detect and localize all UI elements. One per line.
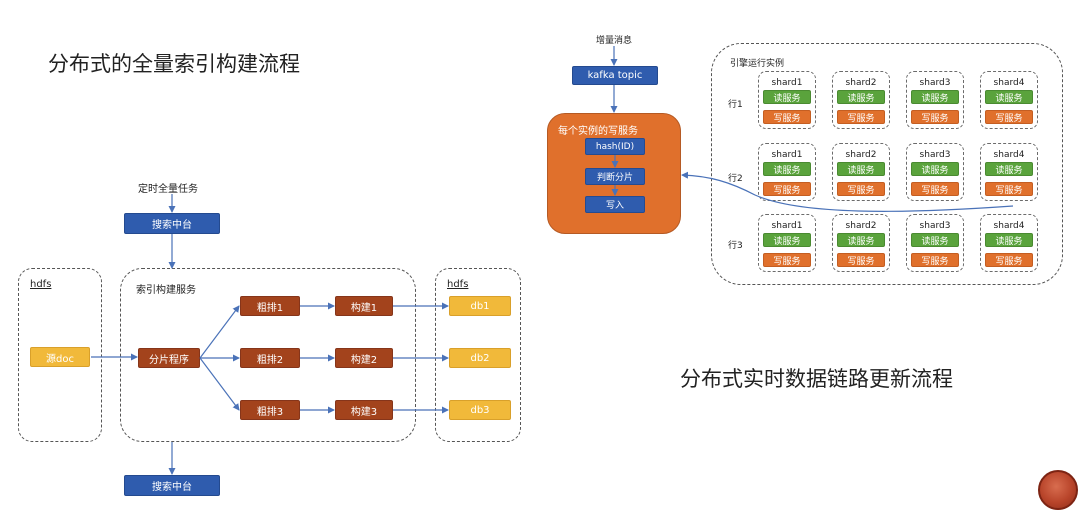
build-3-node: 构建3 — [335, 400, 393, 420]
engine-instance-card: shard3 读服务写服务 — [906, 71, 964, 129]
hdfs-destination-container — [435, 268, 521, 442]
read-service-node: 读服务 — [763, 90, 811, 104]
read-service-node: 读服务 — [763, 162, 811, 176]
read-service-node: 读服务 — [837, 162, 885, 176]
hdfs-source-container — [18, 268, 102, 442]
engine-instance-card: shard4 读服务写服务 — [980, 143, 1038, 201]
engine-instance-card: shard1 读服务写服务 — [758, 143, 816, 201]
build-1-node: 构建1 — [335, 296, 393, 316]
shard-name-label: shard2 — [845, 150, 877, 160]
engine-instances-container — [711, 43, 1063, 285]
shard-name-label: shard1 — [771, 78, 803, 88]
coarse-sort-2-node: 粗排2 — [240, 348, 300, 368]
index-build-service-label: 索引构建服务 — [136, 285, 196, 296]
shard-name-label: shard2 — [845, 78, 877, 88]
write-service-node: 写服务 — [837, 253, 885, 267]
engine-instance-card: shard4 读服务写服务 — [980, 214, 1038, 272]
coarse-sort-1-node: 粗排1 — [240, 296, 300, 316]
read-service-node: 读服务 — [985, 162, 1033, 176]
db1-node: db1 — [449, 296, 511, 316]
engine-instance-card: shard3 读服务写服务 — [906, 214, 964, 272]
read-service-node: 读服务 — [911, 90, 959, 104]
incremental-message-label: 增量消息 — [596, 36, 633, 46]
shard-name-label: shard1 — [771, 221, 803, 231]
index-build-service-container — [120, 268, 416, 442]
write-service-node: 写服务 — [837, 110, 885, 124]
trigger-label: 定时全量任务 — [138, 184, 198, 195]
row-label-2: 行2 — [728, 174, 743, 184]
search-platform-bottom: 搜索中台 — [124, 475, 220, 496]
engine-instance-card: shard2 读服务写服务 — [832, 143, 890, 201]
write-service-node: 写服务 — [763, 253, 811, 267]
read-service-node: 读服务 — [837, 90, 885, 104]
engine-instances-label: 引擎运行实例 — [730, 59, 785, 69]
write-service-node: 写服务 — [911, 182, 959, 196]
search-platform-top: 搜索中台 — [124, 213, 220, 234]
engine-instance-card: shard1 读服务写服务 — [758, 71, 816, 129]
write-service-node: 写服务 — [985, 182, 1033, 196]
shard-name-label: shard4 — [993, 221, 1025, 231]
read-service-node: 读服务 — [837, 233, 885, 247]
engine-instance-card: shard4 读服务写服务 — [980, 71, 1038, 129]
read-service-node: 读服务 — [763, 233, 811, 247]
write-service-node: 写服务 — [911, 253, 959, 267]
shard-name-label: shard3 — [919, 150, 951, 160]
db2-node: db2 — [449, 348, 511, 368]
judge-shard-step: 判断分片 — [585, 168, 645, 185]
write-service-node: 写服务 — [763, 110, 811, 124]
shard-name-label: shard3 — [919, 221, 951, 231]
kafka-topic-node: kafka topic — [572, 66, 658, 85]
source-doc-node: 源doc — [30, 347, 90, 367]
row-label-1: 行1 — [728, 100, 743, 110]
right-diagram-title: 分布式实时数据链路更新流程 — [680, 367, 953, 391]
left-diagram-title: 分布式的全量索引构建流程 — [48, 52, 300, 76]
shard-program-node: 分片程序 — [138, 348, 200, 368]
shard-name-label: shard2 — [845, 221, 877, 231]
coarse-sort-3-node: 粗排3 — [240, 400, 300, 420]
db3-node: db3 — [449, 400, 511, 420]
write-service-node: 写服务 — [763, 182, 811, 196]
shard-name-label: shard4 — [993, 150, 1025, 160]
read-service-node: 读服务 — [911, 233, 959, 247]
shard-name-label: shard1 — [771, 150, 803, 160]
engine-instance-card: shard2 读服务写服务 — [832, 71, 890, 129]
build-2-node: 构建2 — [335, 348, 393, 368]
read-service-node: 读服务 — [985, 90, 1033, 104]
read-service-node: 读服务 — [985, 233, 1033, 247]
hdfs-destination-label: hdfs — [447, 279, 469, 290]
brand-logo-icon — [1038, 470, 1078, 510]
read-service-node: 读服务 — [911, 162, 959, 176]
row-label-3: 行3 — [728, 241, 743, 251]
hash-id-step: hash(ID) — [585, 138, 645, 155]
engine-instance-card: shard2 读服务写服务 — [832, 214, 890, 272]
shard-name-label: shard3 — [919, 78, 951, 88]
hdfs-source-label: hdfs — [30, 279, 52, 290]
write-service-title: 每个实例的写服务 — [558, 126, 638, 137]
write-service-node: 写服务 — [837, 182, 885, 196]
write-in-step: 写入 — [585, 196, 645, 213]
write-service-node: 写服务 — [985, 253, 1033, 267]
write-service-node: 写服务 — [911, 110, 959, 124]
engine-instance-card: shard1 读服务写服务 — [758, 214, 816, 272]
engine-instance-card: shard3 读服务写服务 — [906, 143, 964, 201]
shard-name-label: shard4 — [993, 78, 1025, 88]
write-service-node: 写服务 — [985, 110, 1033, 124]
